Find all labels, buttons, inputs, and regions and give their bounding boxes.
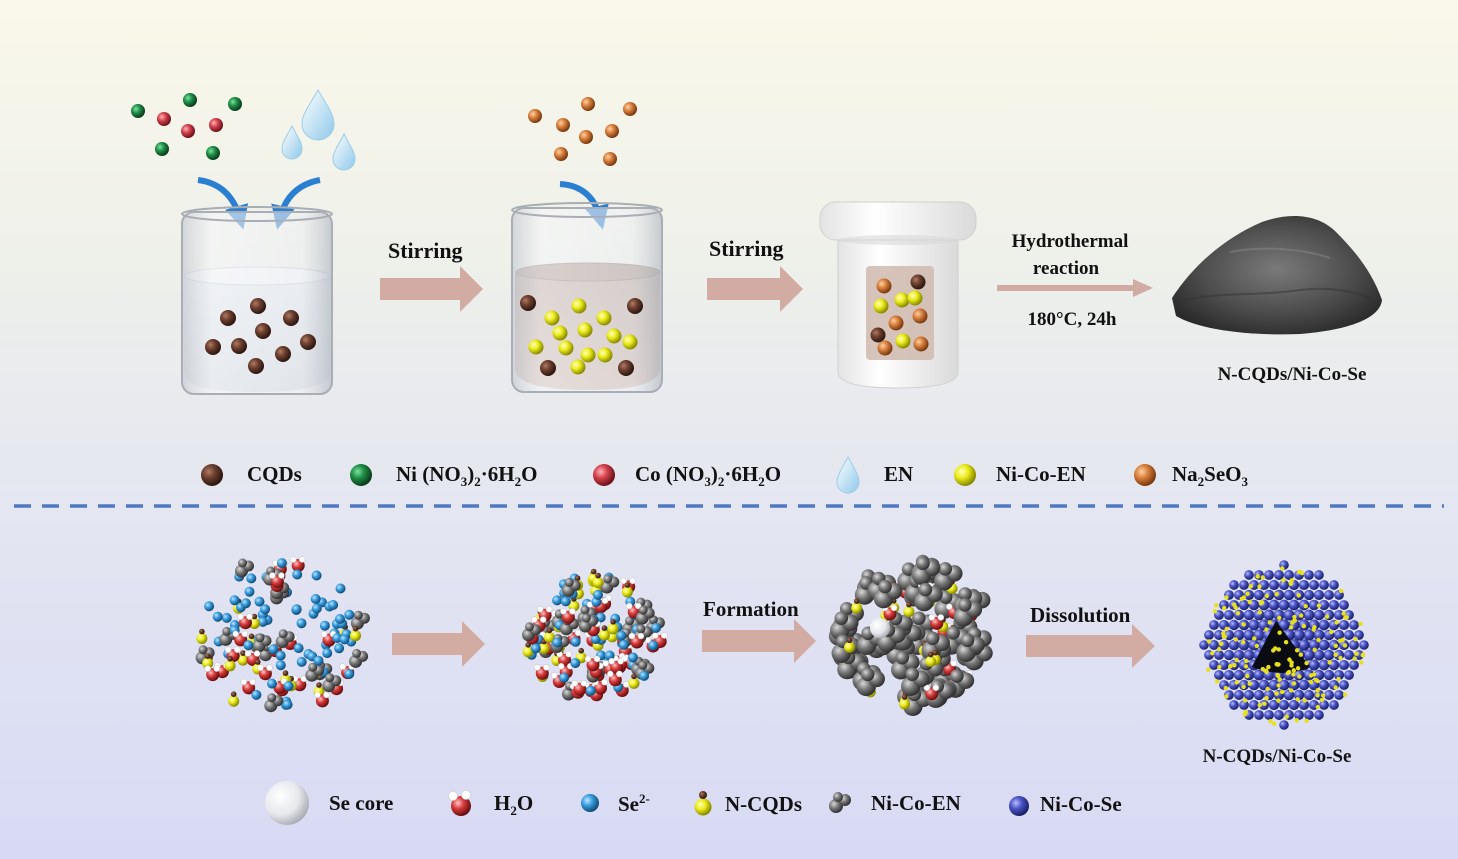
se2-ion-icon <box>581 794 599 812</box>
ni-co-en-icon <box>954 464 976 486</box>
legend-label-ni-co-en: Ni-Co-EN <box>996 462 1086 486</box>
arrow-label-stirring-2: Stirring <box>709 236 784 261</box>
legend-label-h2o: H2O <box>494 791 534 819</box>
legend-label-cqds: CQDs <box>247 462 302 486</box>
legend-label-co-nitrate: Co (NO3)2·6H2O <box>635 462 782 490</box>
legend-label-ni-co-se: Ni-Co-Se <box>1040 792 1122 816</box>
legend-label-n-cqds: N-CQDs <box>725 792 802 816</box>
arrow-label-reaction: reaction <box>1032 258 1100 279</box>
legend-label-se2: Se2- <box>618 791 650 816</box>
autoclave-jar <box>819 201 977 389</box>
bottom-product-label: N-CQDs/Ni-Co-Se <box>1202 746 1352 767</box>
process-arrow-b2 <box>702 619 816 663</box>
legend-label-en: EN <box>884 462 914 486</box>
ni-co-en-aggregate <box>828 554 993 717</box>
product-powder-image <box>1172 216 1382 335</box>
hollow-ni-co-se-sphere <box>1199 560 1369 730</box>
precursor-cluster-dense <box>522 568 668 702</box>
falling-na2seo3-particles <box>528 97 637 166</box>
process-arrow-1 <box>380 266 483 312</box>
process-arrow-2 <box>707 266 803 312</box>
en-droplets <box>281 88 356 171</box>
ni-co-se-icon <box>1009 796 1029 816</box>
legend-label-ni-nitrate: Ni (NO3)2·6H2O <box>396 462 538 490</box>
arrow-label-hydrothermal: Hydrothermal <box>1011 231 1129 252</box>
top-product-label: N-CQDs/Ni-Co-Se <box>1217 364 1367 385</box>
arrow-label-stirring-1: Stirring <box>388 238 463 263</box>
process-arrow-b3 <box>1026 624 1155 668</box>
beaker-2 <box>511 202 663 393</box>
cqds-icon <box>201 464 223 486</box>
legend-label-na2seo3: Na2SeO3 <box>1172 462 1249 490</box>
se-core-icon <box>265 781 309 825</box>
ni-nitrate-icon <box>350 464 372 486</box>
falling-nitrate-particles <box>131 93 242 160</box>
en-droplet-icon <box>836 455 860 494</box>
process-arrow-3 <box>997 279 1153 297</box>
co-nitrate-icon <box>593 464 615 486</box>
beaker-1 <box>181 206 333 395</box>
arrow-label-dissolution: Dissolution <box>1030 603 1131 627</box>
legend-label-ni-co-en-bottom: Ni-Co-EN <box>871 791 961 815</box>
legend-label-se-core: Se core <box>329 791 394 815</box>
precursor-cluster-loose <box>195 556 370 713</box>
reaction-condition: 180°C, 24h <box>1027 309 1117 330</box>
ni-co-en-grey-icon <box>829 792 851 813</box>
n-cqds-icon <box>694 791 712 816</box>
arrow-label-formation: Formation <box>703 597 799 621</box>
na2seo3-icon <box>1134 464 1156 486</box>
process-arrow-b1 <box>392 621 485 667</box>
h2o-icon <box>448 790 471 816</box>
